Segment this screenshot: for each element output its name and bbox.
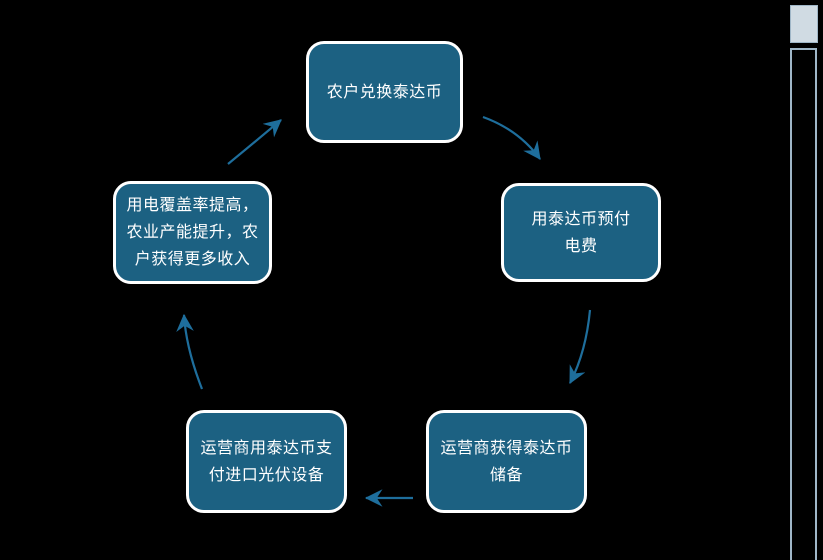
node-operator-pay-pv: 运营商用泰达币支 付进口光伏设备 [186,410,347,513]
node-operator-tether-reserve: 运营商获得泰达币 储备 [426,410,587,513]
arrow-top-to-right [482,115,541,160]
node-label: 用电覆盖率提高， 农业产能提升，农 户获得更多收入 [126,197,259,268]
arrow-right-to-bottom-right [569,309,592,384]
node-prepay-electricity: 用泰达币预付 电费 [501,183,661,282]
node-label: 运营商获得泰达币 储备 [440,439,573,484]
arrow-bottom-left-to-left [176,313,204,390]
node-label: 用泰达币预付 电费 [531,210,631,255]
node-label: 农户兑换泰达币 [326,83,443,101]
node-coverage-income: 用电覆盖率提高， 农业产能提升，农 户获得更多收入 [113,181,272,284]
arrow-left-to-top [227,119,282,165]
scrollbar-thumb[interactable] [790,5,818,43]
scrollbar-track[interactable] [790,48,817,560]
node-label: 运营商用泰达币支 付进口光伏设备 [200,439,333,484]
node-farmer-exchange: 农户兑换泰达币 [306,41,463,143]
